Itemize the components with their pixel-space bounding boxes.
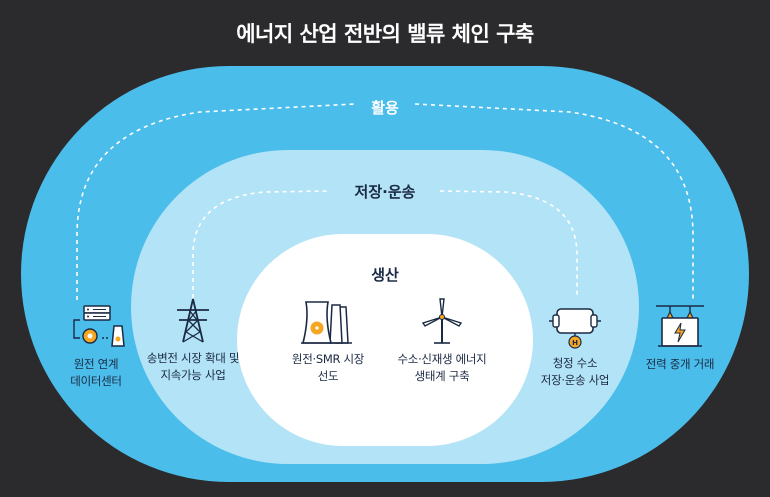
transmission-tower-icon — [177, 298, 209, 343]
caption-transmission: 송변전 시장 확대 및 지속가능 사업 — [146, 351, 240, 382]
item-transmission: 송변전 시장 확대 및 지속가능 사업 — [128, 296, 258, 384]
svg-text:H: H — [572, 339, 578, 347]
substation-icon — [656, 305, 704, 347]
layer-label-storage-transport: 저장·운송 — [346, 181, 424, 202]
caption-smr: 원전·SMR 시장 선도 — [291, 352, 365, 383]
item-hydrogen: H 청정 수소 저장·운송 사업 — [510, 301, 640, 389]
wind-turbine-icon — [421, 298, 463, 344]
outer-dashed-arc — [76, 103, 694, 300]
caption-renewable: 수소·신재생 에너지 생태계 구축 — [397, 352, 487, 383]
layer-label-utilization: 활용 — [363, 97, 407, 118]
item-renewable: 수소·신재생 에너지 생태계 구축 — [377, 297, 507, 385]
caption-hydrogen: 청정 수소 저장·운송 사업 — [540, 356, 610, 387]
datacenter-icon — [73, 305, 125, 347]
nuclear-plant-icon — [301, 301, 352, 344]
item-trading: 전력 중개 거래 — [615, 302, 745, 373]
caption-datacenter: 원전 연계 데이터센터 — [70, 357, 122, 388]
hydrogen-tank-icon: H — [549, 308, 601, 349]
caption-trading: 전력 중개 거래 — [645, 357, 715, 371]
item-smr: 원전·SMR 시장 선도 — [263, 297, 393, 385]
item-datacenter: 원전 연계 데이터센터 — [31, 302, 161, 390]
layer-label-production: 생산 — [363, 264, 407, 285]
middle-dashed-arc — [192, 190, 578, 298]
diagram-title: 에너지 산업 전반의 밸류 체인 구축 — [236, 22, 534, 46]
